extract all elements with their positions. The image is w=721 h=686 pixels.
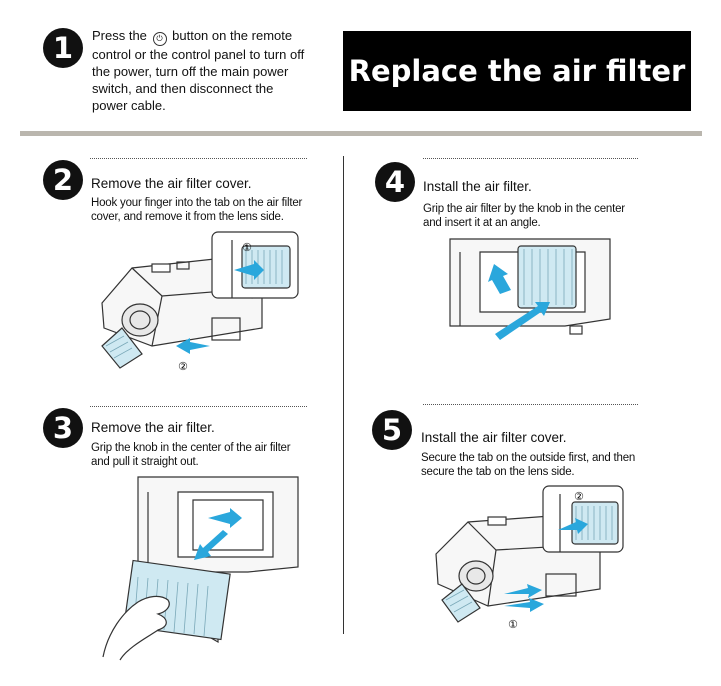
step-3-dotted-line: [90, 406, 307, 407]
step-4-number: 4: [375, 162, 415, 202]
section-divider: [20, 131, 702, 136]
step-3-desc-line-2: and pull it straight out.: [91, 456, 199, 468]
step-5-desc-line-1: Secure the tab on the outside first, and…: [421, 452, 636, 464]
step-2-callout-2: ②: [178, 360, 188, 373]
step-2-illustration: ① ②: [101, 231, 299, 373]
step-4-desc-line-2: and insert it at an angle.: [423, 217, 541, 229]
step-2-callout-1: ①: [242, 241, 252, 254]
step-5-heading: Install the air filter cover.: [421, 430, 567, 445]
step-4-description: Grip the air filter by the knob in the c…: [423, 202, 653, 230]
step-1-text: Press the ⏻ button on the remote control…: [92, 27, 332, 114]
step-4-desc-line-1: Grip the air filter by the knob in the c…: [423, 203, 625, 215]
step-3-number: 3: [43, 408, 83, 448]
step-4-dotted-line: [423, 158, 638, 159]
step-2-dotted-line: [90, 158, 307, 159]
step-3-desc-line-1: Grip the knob in the center of the air f…: [91, 442, 291, 454]
step-5-description: Secure the tab on the outside first, and…: [421, 451, 653, 479]
step-5-desc-line-2: secure the tab on the lens side.: [421, 466, 575, 478]
step-3-heading: Remove the air filter.: [91, 420, 215, 435]
step-2-desc-line-2: cover, and remove it from the lens side.: [91, 211, 284, 223]
step-1-line-1a: Press the: [92, 28, 151, 43]
step-5-callout-1: ①: [508, 618, 518, 631]
step-4-heading: Install the air filter.: [423, 179, 532, 194]
step-2-heading: Remove the air filter cover.: [91, 176, 252, 191]
step-3-illustration: [102, 476, 299, 661]
power-button-icon: ⏻: [152, 32, 167, 46]
step-1-number: 1: [43, 28, 83, 68]
step-5-dotted-line: [423, 404, 638, 405]
step-1-line-1b: button on the remote: [168, 28, 293, 43]
column-divider: [343, 156, 344, 634]
banner-title: Replace the air filter: [348, 54, 686, 88]
step-2-desc-line-1: Hook your finger into the tab on the air…: [91, 197, 303, 209]
step-4-illustration: [449, 238, 611, 340]
step-2-description: Hook your finger into the tab on the air…: [91, 196, 321, 224]
step-5-callout-2: ②: [574, 490, 584, 503]
step-5-illustration: ② ①: [435, 485, 624, 631]
step-1-line-2: control or the control panel to turn off: [92, 47, 305, 62]
title-banner: Replace the air filter: [343, 31, 691, 111]
step-5-number: 5: [372, 410, 412, 450]
step-1-line-5: power cable.: [92, 98, 166, 113]
step-3-description: Grip the knob in the center of the air f…: [91, 441, 321, 469]
step-1-line-4: switch, and then disconnect the: [92, 81, 274, 96]
step-2-number: 2: [43, 160, 83, 200]
step-1-line-3: the power, turn off the main power: [92, 64, 289, 79]
